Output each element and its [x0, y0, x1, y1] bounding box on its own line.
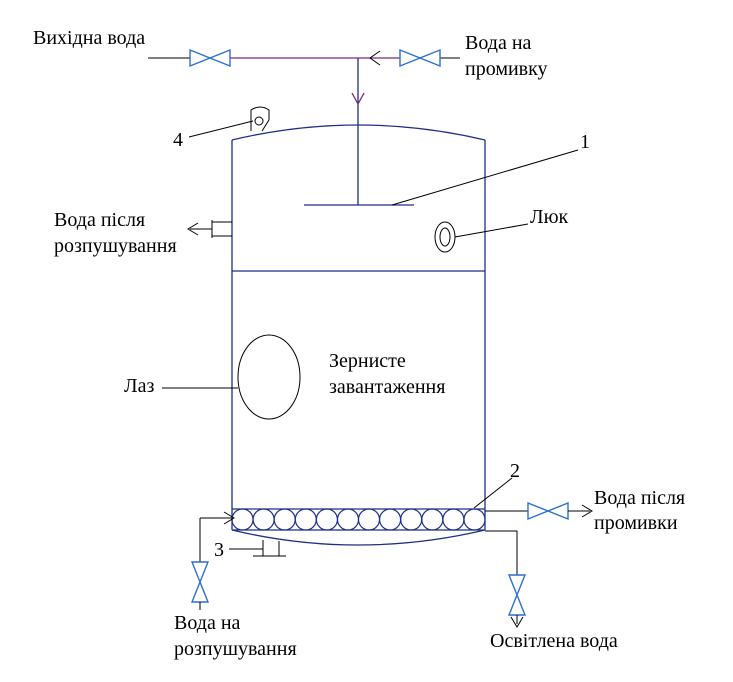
valve-icon: [399, 48, 441, 68]
label-source-water: Вихідна вода: [33, 27, 145, 49]
vessel-bottom-dome: [231, 529, 486, 546]
inlet-piping: [148, 50, 460, 206]
label-after-washing-2: промивки: [594, 512, 678, 534]
loosening-arrow: [223, 511, 235, 525]
wash-water-arrow: [369, 50, 381, 66]
valve-icon: [190, 561, 210, 603]
wash-water-valve: [399, 48, 441, 68]
hatch-outer: [434, 221, 456, 253]
label-after-loosening-1: Вода після: [54, 209, 145, 231]
drainage-cap: [294, 508, 317, 531]
valve-icon: [507, 574, 527, 616]
drainage-cap: [442, 508, 465, 531]
valve-icon: [527, 501, 569, 521]
label-clarified-water: Освітлена вода: [490, 630, 618, 652]
label-loosening-water-2: розпушування: [174, 638, 297, 660]
clarified-pipe: [485, 530, 518, 575]
outlet-arrow: [187, 222, 199, 236]
air-vent: [250, 106, 270, 132]
drainage-cap: [463, 508, 486, 531]
callout-2: 2: [510, 460, 520, 482]
drainage-cap: [400, 508, 423, 531]
drainage-cap: [252, 508, 275, 531]
valve-icon: [189, 48, 231, 68]
callout-3: 3: [214, 539, 224, 561]
label-hatch: Люк: [530, 206, 569, 228]
drainage-cap: [379, 508, 402, 531]
inlet-down-arrow: [351, 92, 365, 106]
label-loosening-water-1: Вода на: [174, 612, 241, 634]
label-granular-1: Зернисте: [329, 350, 406, 372]
filter-vessel: [231, 124, 486, 546]
hatch-inner: [439, 227, 451, 247]
hatch: [434, 221, 456, 253]
drainage-cap: [315, 508, 338, 531]
manhole: [237, 334, 301, 420]
callout-1: 1: [580, 131, 590, 153]
bottom-drain: [253, 540, 286, 557]
leader-1: [391, 149, 579, 206]
drainage-cap: [357, 508, 381, 531]
label-granular-2: завантаження: [329, 376, 445, 398]
clarified-arrow: [510, 616, 524, 628]
air-vent-body: [250, 106, 270, 132]
after-washing-outlet: [485, 501, 593, 521]
wash-out-arrow: [581, 504, 593, 518]
clarified-water-outlet: [485, 530, 527, 628]
after-loosening-outlet: [187, 220, 232, 238]
label-wash-water-1: Вода на: [465, 32, 532, 54]
drainage-cap: [231, 508, 254, 531]
label-wash-water-2: промивку: [465, 58, 548, 80]
source-water-valve: [189, 48, 231, 68]
loosening-water-inlet: [190, 511, 235, 610]
leader-hatch: [454, 223, 529, 238]
air-vent-hole: [254, 116, 264, 126]
callout-4: 4: [173, 129, 183, 151]
vessel-top-dome: [231, 124, 486, 141]
leader-lines: [162, 120, 579, 550]
drainage-cap: [421, 508, 444, 531]
drainage-cap: [273, 508, 296, 531]
leader-2: [473, 477, 513, 509]
label-manhole: Лаз: [124, 375, 154, 397]
label-after-washing-1: Вода після: [594, 487, 685, 509]
leader-4: [188, 120, 254, 138]
drainage-cap: [336, 508, 360, 531]
label-after-loosening-2: розпушування: [54, 235, 177, 257]
drainage-system: [231, 508, 486, 531]
